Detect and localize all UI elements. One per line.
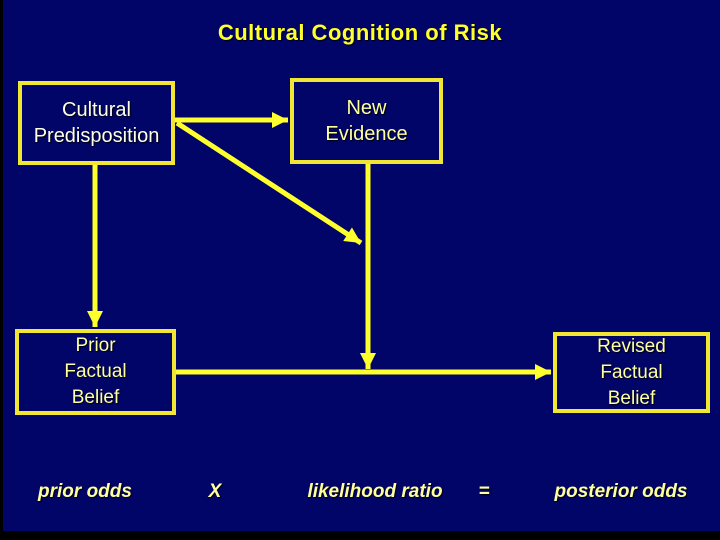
new-evidence-label: New Evidence: [325, 97, 408, 145]
equation-equals-sign: =: [478, 481, 490, 502]
equation-posterior-odds: posterior odds: [554, 481, 688, 502]
prior-factual-belief-label: Prior Factual Belief: [64, 335, 127, 408]
box-revised-factual-belief: Revised Factual Belief: [553, 332, 710, 413]
box-cultural-predisposition: Cultural Predisposition: [18, 81, 175, 165]
equation-multiply-sign: X: [208, 481, 222, 502]
slide-title: Cultural Cognition of Risk: [217, 20, 503, 45]
box-prior-factual-belief: Prior Factual Belief: [15, 329, 176, 415]
cultural-predisposition-label: Cultural Predisposition: [33, 99, 160, 147]
revised-factual-belief-label: Revised Factual Belief: [597, 335, 666, 409]
equation-likelihood-ratio: likelihood ratio: [307, 481, 443, 502]
box-new-evidence: New Evidence: [290, 78, 443, 164]
equation-prior-odds: prior odds: [38, 481, 132, 502]
